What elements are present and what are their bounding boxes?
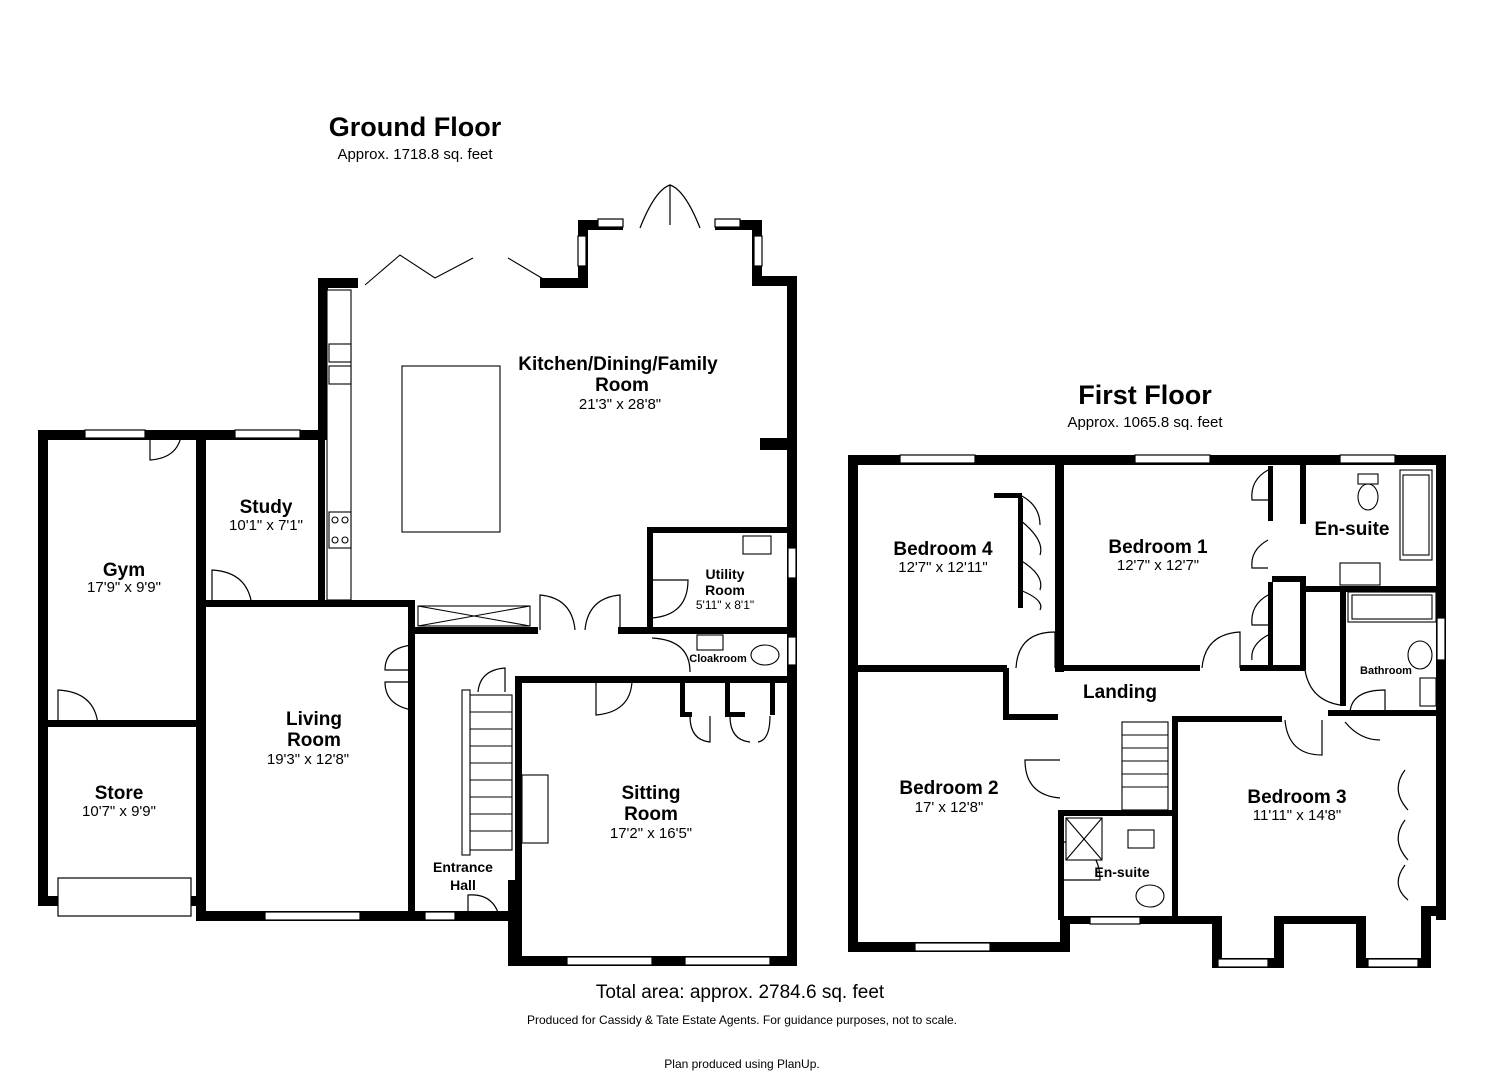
room-name: Store	[94, 783, 144, 804]
room-dimensions: 12'7" x 12'7"	[1116, 557, 1200, 574]
room-name-line2: Hall	[450, 877, 476, 893]
room-dimensions: 12'7" x 12'11"	[898, 559, 988, 576]
ground-floor-windows	[57, 218, 797, 966]
room-name: Bathroom	[1360, 665, 1412, 677]
room-name-line2: Room	[595, 375, 649, 396]
room-name: Bedroom 1	[1108, 537, 1208, 558]
room-name-line2: Room	[624, 804, 678, 825]
room-name: Gym	[102, 560, 146, 581]
room-name-line1: Living	[286, 709, 342, 730]
room-name: Study	[239, 497, 293, 518]
ground-floor-doors	[57, 184, 771, 921]
ground-floor-area: Approx. 1718.8 sq. feet	[337, 146, 493, 163]
room-name: Bedroom 2	[899, 778, 999, 799]
room-dimensions: 17'2" x 16'5"	[609, 825, 693, 842]
room-name: Bedroom 4	[893, 539, 993, 560]
room-dimensions: 17'9" x 9'9"	[87, 579, 161, 596]
room-dimensions: 11'11" x 14'8"	[1252, 807, 1342, 824]
room-name-line1: Sitting	[621, 783, 681, 804]
room-dimensions: 19'3" x 12'8"	[266, 751, 350, 768]
first-floor-windows	[899, 454, 1446, 968]
first-floor-fixtures	[1065, 469, 1437, 908]
room-dimensions: 10'1" x 7'1"	[229, 517, 303, 534]
room-name-line1: Entrance	[433, 859, 493, 875]
room-name-line2: Room	[287, 730, 341, 751]
ground-floor-fixtures	[326, 289, 780, 856]
total-area: Total area: approx. 2784.6 sq. feet	[595, 982, 885, 1003]
first-floor-area: Approx. 1065.8 sq. feet	[1067, 414, 1223, 431]
room-name: Landing	[1083, 682, 1157, 703]
ground-stairs-treads	[470, 711, 512, 832]
room-name-line1: Utility	[705, 566, 745, 582]
room-dimensions: 10'7" x 9'9"	[82, 803, 156, 820]
first-floor-title: First Floor	[1078, 380, 1212, 410]
room-name: Cloakroom	[689, 653, 747, 665]
room-name: Bedroom 3	[1247, 787, 1347, 808]
room-dimensions: 5'11" x 8'1"	[695, 598, 755, 612]
room-name: En-suite	[1314, 519, 1390, 540]
room-name: En-suite	[1094, 864, 1150, 880]
disclaimer: Produced for Cassidy & Tate Estate Agent…	[526, 1013, 958, 1027]
room-name-line1: Kitchen/Dining/Family	[518, 354, 718, 375]
room-dimensions: 21'3" x 28'8"	[578, 396, 662, 413]
room-dimensions: 17' x 12'8"	[914, 799, 984, 816]
room-name-line2: Room	[705, 582, 745, 598]
ground-floor-title: Ground Floor	[328, 112, 502, 142]
plan-credit: Plan produced using PlanUp.	[664, 1057, 820, 1071]
